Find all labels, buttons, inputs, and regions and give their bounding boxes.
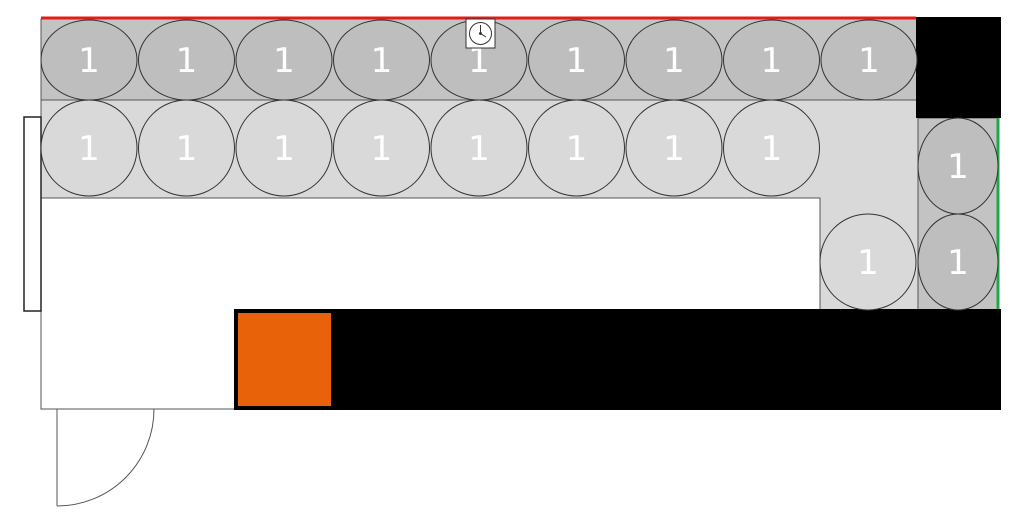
orange-marker[interactable]: [238, 313, 331, 406]
seat-label: 1: [663, 129, 685, 169]
seat-label: 1: [273, 129, 295, 169]
room-outline: [40, 198, 236, 410]
seat-label: 1: [857, 243, 879, 283]
seat-label: 1: [273, 41, 295, 81]
counter-block: [234, 309, 1001, 410]
seat-label: 1: [176, 41, 198, 81]
seat-second-5[interactable]: [430, 99, 528, 197]
seat-group: 1 1 1 1 1 1 1 1 1 1 1 1 1 1 1 1 1 1 1 1: [40, 19, 999, 311]
seat-second-6[interactable]: [528, 99, 625, 197]
seat-right-column-2[interactable]: [917, 213, 999, 311]
seat-second-8[interactable]: [723, 99, 820, 197]
seat-second-2[interactable]: [138, 99, 235, 197]
seat-label: 1: [371, 41, 393, 81]
seat-label: 1: [761, 129, 783, 169]
seat-label: 1: [947, 147, 969, 187]
seat-corner-1[interactable]: [819, 213, 917, 311]
seat-label: 1: [761, 41, 783, 81]
clock-icon: [465, 18, 496, 49]
door[interactable]: [56, 408, 155, 507]
seat-second-7[interactable]: [625, 99, 723, 197]
seat-second-4[interactable]: [333, 99, 430, 197]
seat-label: 1: [663, 41, 685, 81]
seat-label: 1: [78, 129, 100, 169]
corner-block: [916, 17, 1001, 118]
seat-top-9[interactable]: [820, 19, 918, 101]
seat-label: 1: [468, 129, 490, 169]
seat-label: 1: [78, 41, 100, 81]
seat-label: 1: [566, 129, 588, 169]
seat-second-3[interactable]: [235, 99, 333, 197]
window-left: [23, 116, 42, 312]
seat-label: 1: [566, 41, 588, 81]
seat-label: 1: [371, 129, 393, 169]
seat-label: 1: [858, 41, 880, 81]
seat-label: 1: [468, 41, 490, 81]
seat-second-1[interactable]: [40, 99, 138, 197]
seat-label: 1: [176, 129, 198, 169]
seat-label: 1: [947, 243, 969, 283]
